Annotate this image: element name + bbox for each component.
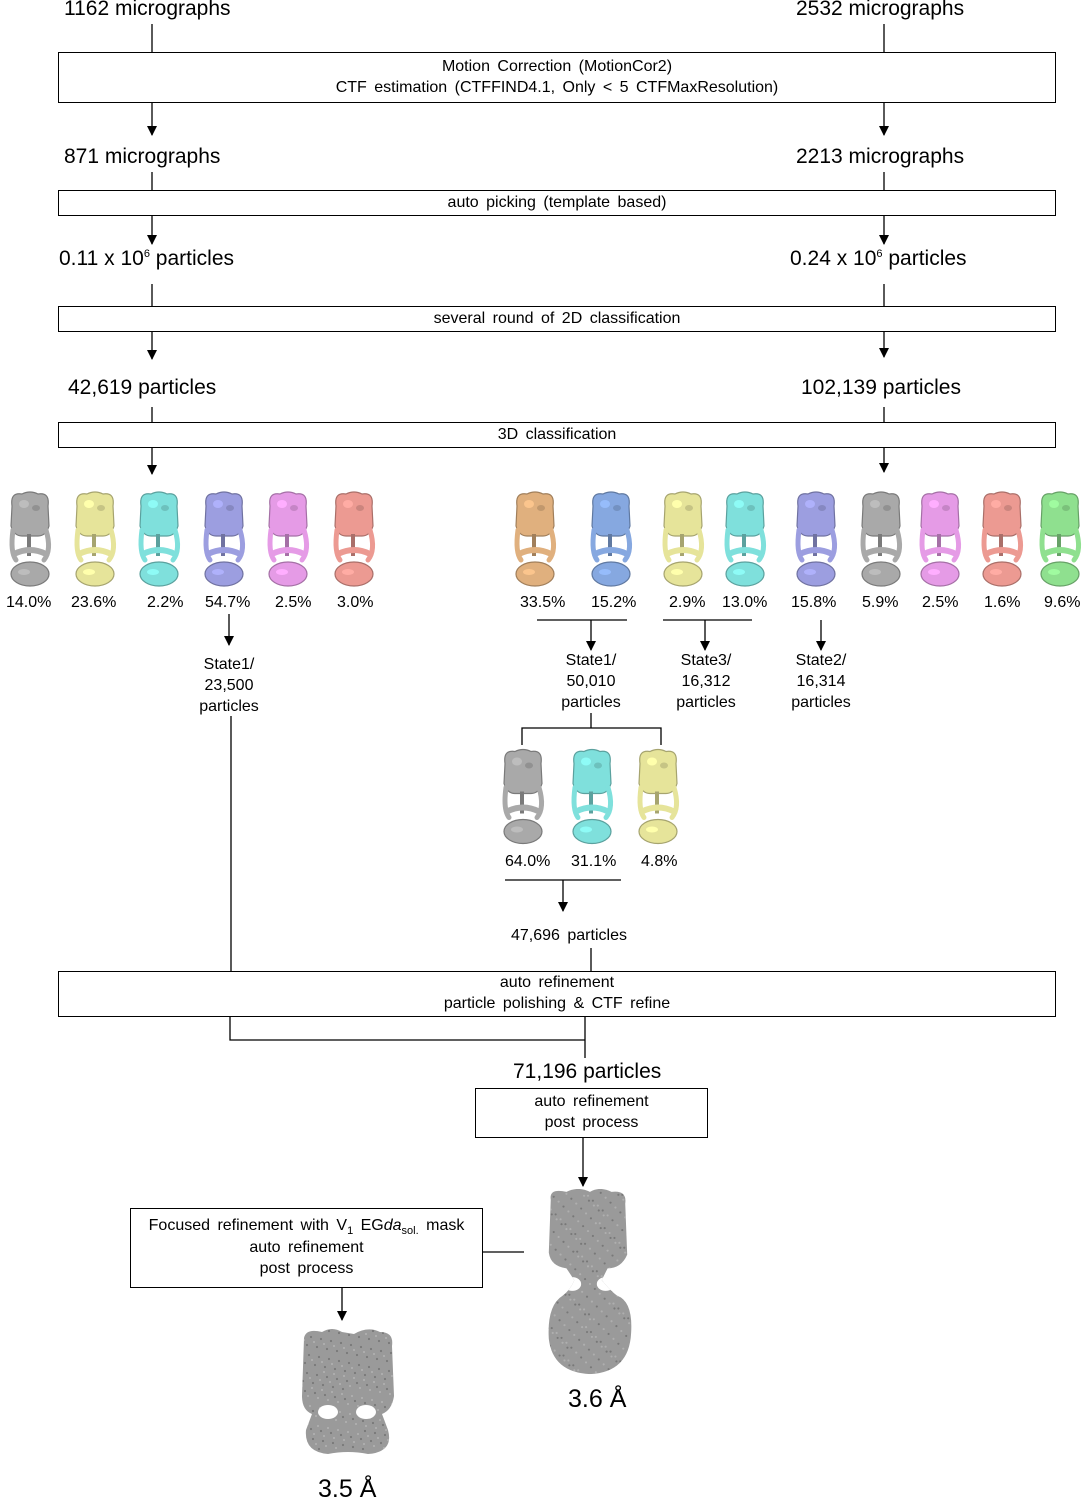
focused-refinement-label: Focused refinement with V1 EGdasol. mask bbox=[148, 1216, 465, 1238]
left-2d-particles: 42,619 particles bbox=[68, 376, 217, 399]
class2d-label: several round of 2D classification bbox=[433, 309, 681, 327]
focused-density-map bbox=[298, 1325, 398, 1462]
left-state1-label: State1/ 23,500 particles bbox=[188, 654, 270, 717]
class3d-box: 3D classification bbox=[58, 422, 1056, 448]
left-state1-unit: particles bbox=[199, 698, 259, 715]
final-particles: 71,196 particles bbox=[513, 1060, 662, 1083]
left-class-pct-6: 3.0% bbox=[337, 594, 374, 611]
right-raw-micrographs: 2532 micrographs bbox=[796, 0, 965, 20]
refinement-label: auto refinement bbox=[499, 974, 615, 992]
subclass-pct-2: 31.1% bbox=[571, 853, 617, 870]
left-state1-name: State1/ bbox=[203, 656, 255, 673]
left-class-map-4 bbox=[196, 490, 252, 595]
right-state1-name: State1/ bbox=[565, 652, 617, 669]
final-refinement-label: auto refinement bbox=[534, 1093, 649, 1111]
right-class-pct-7: 2.5% bbox=[922, 594, 959, 611]
right-class-map-1 bbox=[506, 490, 564, 595]
left-picked-particles: 0.11 x 106 particles bbox=[59, 247, 234, 270]
left-class-pct-3: 2.2% bbox=[147, 594, 184, 611]
right-state3-label: State3/ 16,312 particles bbox=[665, 650, 747, 713]
right-state2-name: State2/ bbox=[795, 652, 847, 669]
subclass-particles: 47,696 particles bbox=[511, 927, 627, 944]
focused-refinement-box: Focused refinement with V1 EGdasol. mask… bbox=[130, 1208, 483, 1288]
right-2d-particles: 102,139 particles bbox=[801, 376, 961, 399]
right-class-pct-9: 9.6% bbox=[1044, 594, 1081, 611]
right-class-map-5 bbox=[787, 490, 845, 595]
right-picked-particles: 0.24 x 106 particles bbox=[790, 247, 967, 270]
left-state1-count: 23,500 bbox=[204, 677, 254, 694]
final-density-map bbox=[532, 1186, 644, 1387]
class3d-label: 3D classification bbox=[497, 425, 617, 443]
left-class-map-6 bbox=[326, 490, 382, 595]
final-refinement-box: auto refinement post process bbox=[475, 1088, 708, 1138]
right-class-pct-4: 13.0% bbox=[722, 594, 768, 611]
right-filtered-micrographs: 2213 micrographs bbox=[796, 145, 965, 168]
ctf-estimation-label: CTF estimation (CTFFIND4.1, Only < 5 CTF… bbox=[335, 78, 779, 96]
left-class-map-5 bbox=[260, 490, 316, 595]
left-class-pct-2: 23.6% bbox=[71, 594, 117, 611]
right-class-map-6 bbox=[852, 490, 910, 595]
right-state3-unit: particles bbox=[676, 694, 736, 711]
focused-auto-refinement-label: auto refinement bbox=[249, 1239, 364, 1257]
final-postprocess-label: post process bbox=[544, 1114, 639, 1131]
subclass-map-1 bbox=[495, 745, 551, 855]
right-state2-count: 16,314 bbox=[796, 673, 846, 690]
polishing-label: particle polishing & CTF refine bbox=[443, 995, 671, 1012]
auto-picking-label: auto picking (template based) bbox=[447, 193, 667, 211]
right-class-pct-6: 5.9% bbox=[862, 594, 899, 611]
right-class-pct-2: 15.2% bbox=[591, 594, 637, 611]
right-class-map-3 bbox=[654, 490, 712, 595]
focused-postprocess-label: post process bbox=[259, 1260, 354, 1278]
right-state3-count: 16,312 bbox=[681, 673, 731, 690]
left-class-pct-1: 14.0% bbox=[6, 594, 52, 611]
left-class-pct-5: 2.5% bbox=[275, 594, 312, 611]
right-class-pct-3: 2.9% bbox=[669, 594, 706, 611]
subclass-map-3 bbox=[630, 745, 686, 855]
class2d-box: several round of 2D classification bbox=[58, 306, 1056, 332]
right-class-map-4 bbox=[716, 490, 774, 595]
subclass-map-2 bbox=[564, 745, 620, 855]
motion-correction-box: Motion Correction (MotionCor2) CTF estim… bbox=[58, 52, 1056, 103]
subclass-pct-3: 4.8% bbox=[641, 853, 678, 870]
left-raw-micrographs: 1162 micrographs bbox=[64, 0, 231, 20]
right-class-map-7 bbox=[911, 490, 969, 595]
auto-picking-box: auto picking (template based) bbox=[58, 190, 1056, 216]
right-state1-count: 50,010 bbox=[566, 673, 616, 690]
right-class-pct-5: 15.8% bbox=[791, 594, 837, 611]
right-state3-name: State3/ bbox=[680, 652, 732, 669]
focused-map-resolution: 3.5 Å bbox=[318, 1475, 377, 1500]
right-class-map-2 bbox=[582, 490, 640, 595]
right-state1-label: State1/ 50,010 particles bbox=[550, 650, 632, 713]
right-class-pct-8: 1.6% bbox=[984, 594, 1021, 611]
right-class-map-9 bbox=[1031, 490, 1089, 595]
refinement-box: auto refinement particle polishing & CTF… bbox=[58, 971, 1056, 1017]
right-class-pct-1: 33.5% bbox=[520, 594, 566, 611]
right-class-map-8 bbox=[973, 490, 1031, 595]
motion-correction-label: Motion Correction (MotionCor2) bbox=[441, 57, 673, 75]
right-state2-unit: particles bbox=[791, 694, 851, 711]
subclass-pct-1: 64.0% bbox=[505, 853, 551, 870]
final-map-resolution: 3.6 Å bbox=[568, 1385, 627, 1413]
left-class-map-3 bbox=[131, 490, 187, 595]
right-state1-unit: particles bbox=[561, 694, 621, 711]
left-class-pct-4: 54.7% bbox=[205, 594, 251, 611]
left-class-map-1 bbox=[2, 490, 58, 595]
left-class-map-2 bbox=[67, 490, 123, 595]
right-state2-label: State2/ 16,314 particles bbox=[780, 650, 862, 713]
left-filtered-micrographs: 871 micrographs bbox=[64, 145, 221, 168]
